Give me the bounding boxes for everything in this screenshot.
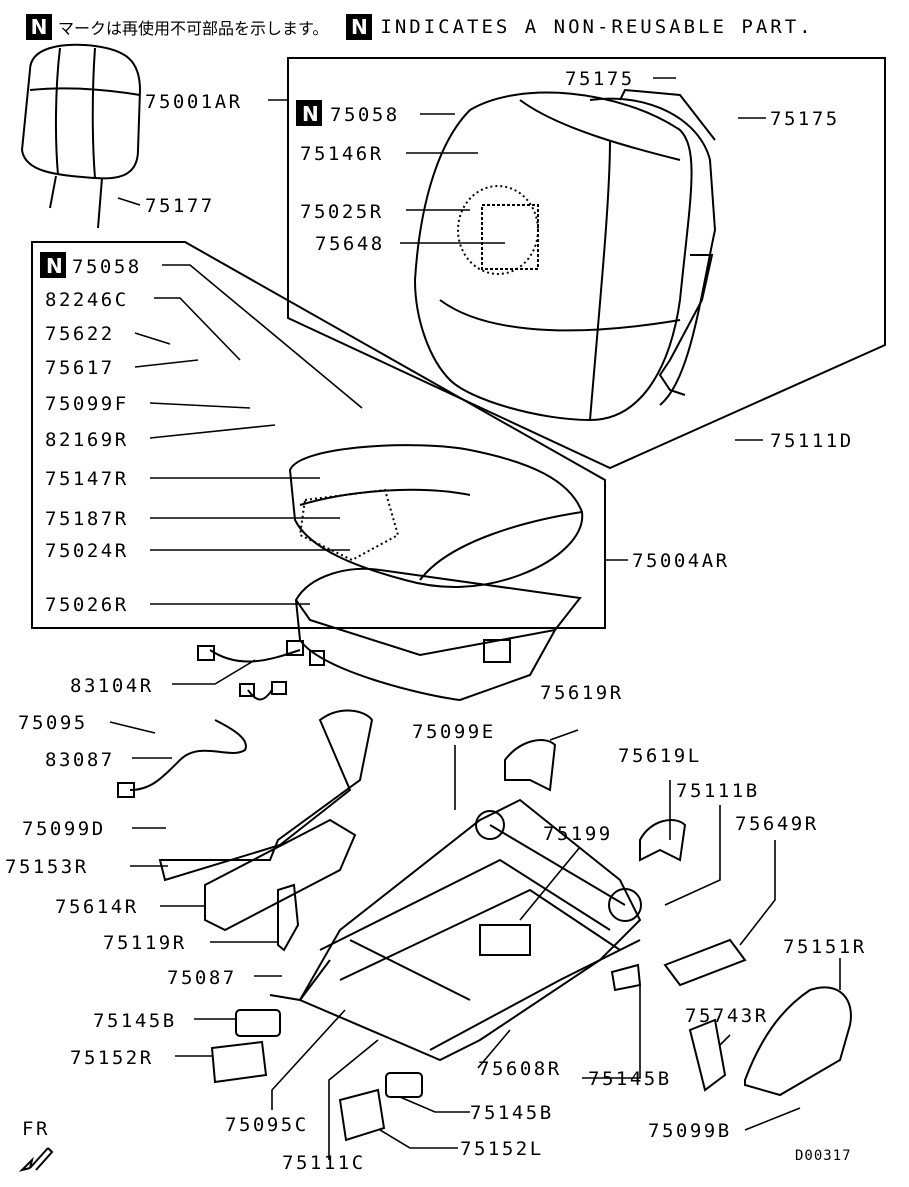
recliner-cover-l-drawing — [639, 819, 687, 862]
part-label-75099f: 75099F — [45, 393, 129, 415]
front-direction-arrow-icon — [18, 1147, 54, 1172]
part-label-75619l: 75619L — [618, 745, 702, 767]
part-label-75614r: 75614R — [55, 896, 139, 918]
diagram-code: D00317 — [795, 1148, 852, 1164]
non-reusable-mark-75058-a — [296, 100, 322, 126]
part-label-75187r: 75187R — [45, 508, 129, 530]
legend-header: N マークは再使用不可部品を示します。 N INDICATES A NON-RE… — [26, 12, 814, 42]
cover-75152l-drawing — [338, 1088, 386, 1142]
part-label-75099b: 75099B — [648, 1120, 732, 1142]
recliner-cover-r-drawing — [504, 739, 557, 792]
headrest-drawing — [20, 43, 142, 229]
shield-75151r-drawing — [744, 986, 852, 1097]
front-direction-label: FR — [22, 1118, 50, 1140]
part-label-75649r: 75649R — [735, 813, 819, 835]
part-label-75099d: 75099D — [22, 818, 106, 840]
part-label-82169r: 82169R — [45, 429, 129, 451]
legend-japanese-text: マークは再使用不可部品を示します。 — [58, 19, 329, 38]
non-reusable-mark-75058-b-letter: N — [46, 254, 63, 278]
part-label-75648: 75648 — [315, 233, 385, 255]
part-label-75099e: 75099E — [412, 721, 496, 743]
part-label-75147r: 75147R — [45, 468, 129, 490]
part-label-75004ar: 75004AR — [632, 550, 730, 572]
part-label-75025r: 75025R — [300, 201, 384, 223]
part-label-75145b-a: 75145B — [93, 1010, 177, 1032]
buckle-75743r-drawing — [688, 1018, 727, 1092]
non-reusable-badge-en: N — [346, 14, 373, 40]
part-label-75145b-c: 75145B — [588, 1068, 672, 1090]
side-cover-inner-drawing — [204, 818, 357, 932]
part-label-83087: 83087 — [45, 749, 115, 771]
part-label-75175-b: 75175 — [770, 108, 840, 130]
non-reusable-mark-75058-a-letter: N — [302, 102, 319, 126]
part-label-75145b-b: 75145B — [470, 1102, 554, 1124]
legend-english-text: INDICATES A NON-REUSABLE PART. — [380, 16, 814, 38]
part-label-75111b: 75111B — [676, 780, 760, 802]
part-label-75146r: 75146R — [300, 143, 384, 165]
cap-75145b-c-drawing — [610, 963, 642, 992]
bracket-75649r-drawing — [663, 938, 747, 987]
part-label-83104r: 83104R — [70, 675, 154, 697]
part-label-75743r: 75743R — [685, 1005, 769, 1027]
part-label-75622: 75622 — [45, 323, 115, 345]
part-labels: 75001AR 75177 N 75058 75146R 75025R 7564… — [5, 68, 867, 1174]
part-label-75617: 75617 — [45, 357, 115, 379]
seatback-group-box — [287, 57, 886, 470]
part-label-75175-a: 75175 — [565, 68, 635, 90]
cushion-drawing — [288, 444, 584, 702]
part-label-75087: 75087 — [167, 967, 237, 989]
cap-75145b-b-drawing — [385, 1072, 423, 1098]
part-label-75111d: 75111D — [770, 430, 854, 452]
seatback-drawing — [413, 88, 717, 422]
non-reusable-mark-75058-b — [40, 252, 66, 278]
non-reusable-badge: N — [26, 14, 52, 40]
cushion-group-box — [31, 241, 606, 629]
part-label-75111c: 75111C — [282, 1152, 366, 1174]
harness-drawing — [117, 640, 325, 798]
part-label-75026r: 75026R — [45, 594, 129, 616]
part-label-75153r: 75153R — [5, 856, 89, 878]
part-label-75095c: 75095C — [225, 1114, 309, 1136]
part-label-75152l: 75152L — [460, 1138, 544, 1160]
side-cover-drawing — [158, 709, 374, 882]
part-label-75177: 75177 — [145, 195, 215, 217]
part-label-75001ar: 75001AR — [145, 91, 243, 113]
seat-frame-drawing — [269, 798, 642, 1062]
part-label-75152r: 75152R — [70, 1047, 154, 1069]
part-label-75608r: 75608R — [478, 1058, 562, 1080]
cap-75145b-a-drawing — [235, 1009, 281, 1037]
part-label-75024r: 75024R — [45, 540, 129, 562]
cover-75152r-drawing — [210, 1040, 268, 1084]
part-label-75119r: 75119R — [103, 932, 187, 954]
leader-lines — [109, 77, 841, 1160]
part-label-75058-a: 75058 — [330, 104, 400, 126]
part-label-75151r: 75151R — [783, 936, 867, 958]
part-label-82246c: 82246C — [45, 289, 129, 311]
part-label-75058-b: 75058 — [72, 256, 142, 278]
part-label-75095: 75095 — [18, 712, 88, 734]
part-label-75199: 75199 — [543, 823, 613, 845]
part-label-75619r: 75619R — [540, 682, 624, 704]
bracket-75119r-drawing — [277, 883, 300, 952]
